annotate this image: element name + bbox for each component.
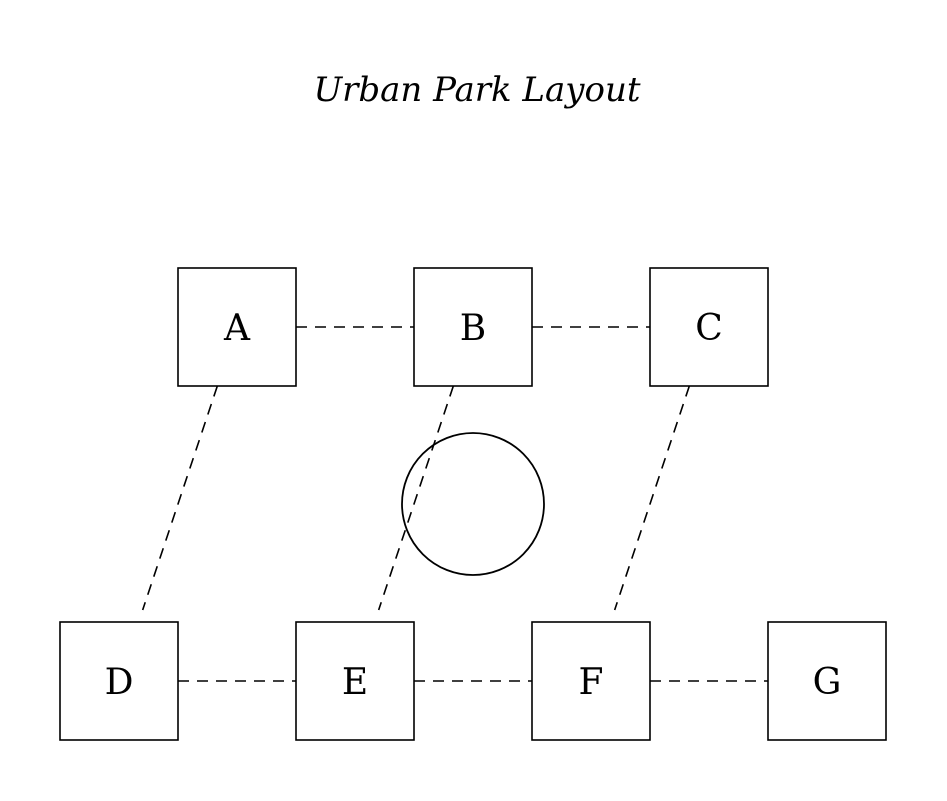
edge-b-e — [377, 385, 455, 611]
node-label-f: F — [579, 662, 604, 703]
edge-a-d — [141, 385, 219, 611]
node-g: G — [767, 621, 887, 741]
node-f: F — [531, 621, 651, 741]
node-box-c — [649, 267, 769, 387]
central-circle — [401, 432, 545, 576]
node-box-d — [59, 621, 179, 741]
node-label-a: A — [223, 308, 251, 349]
node-d: D — [59, 621, 179, 741]
node-label-d: D — [105, 662, 134, 703]
edge-c-f — [613, 385, 691, 611]
diagram-title: Urban Park Layout — [313, 70, 640, 110]
node-box-f — [531, 621, 651, 741]
node-label-b: B — [460, 308, 486, 349]
node-box-g — [767, 621, 887, 741]
node-c: C — [649, 267, 769, 387]
nodes-layer: A B C D E F G — [59, 267, 887, 741]
node-a: A — [177, 267, 297, 387]
node-box-b — [413, 267, 533, 387]
node-box-e — [295, 621, 415, 741]
node-label-c: C — [695, 308, 723, 349]
node-e: E — [295, 621, 415, 741]
edges-layer — [141, 326, 768, 682]
node-b: B — [413, 267, 533, 387]
node-label-g: G — [813, 662, 842, 703]
node-box-a — [177, 267, 297, 387]
node-label-e: E — [342, 662, 368, 703]
